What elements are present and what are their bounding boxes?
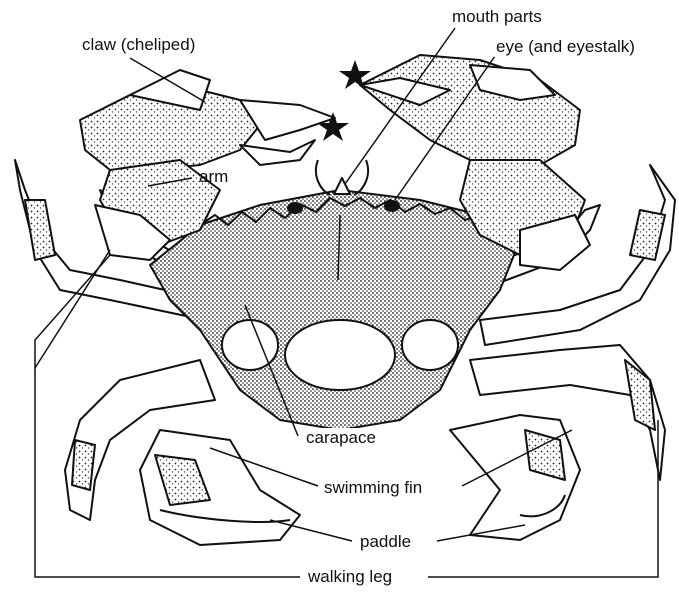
label-walking-leg: walking leg xyxy=(306,567,394,587)
left-paddle-leg xyxy=(140,430,300,545)
label-arm: arm xyxy=(197,167,230,187)
label-paddle: paddle xyxy=(358,532,413,552)
label-carapace: carapace xyxy=(304,428,378,448)
label-swimming-fin: swimming fin xyxy=(322,478,424,498)
right-paddle-leg xyxy=(450,415,580,540)
label-eye: eye (and eyestalk) xyxy=(494,37,637,57)
label-claw: claw (cheliped) xyxy=(80,35,197,55)
label-mouth-parts: mouth parts xyxy=(450,7,544,27)
star-marker-icon xyxy=(317,60,371,141)
